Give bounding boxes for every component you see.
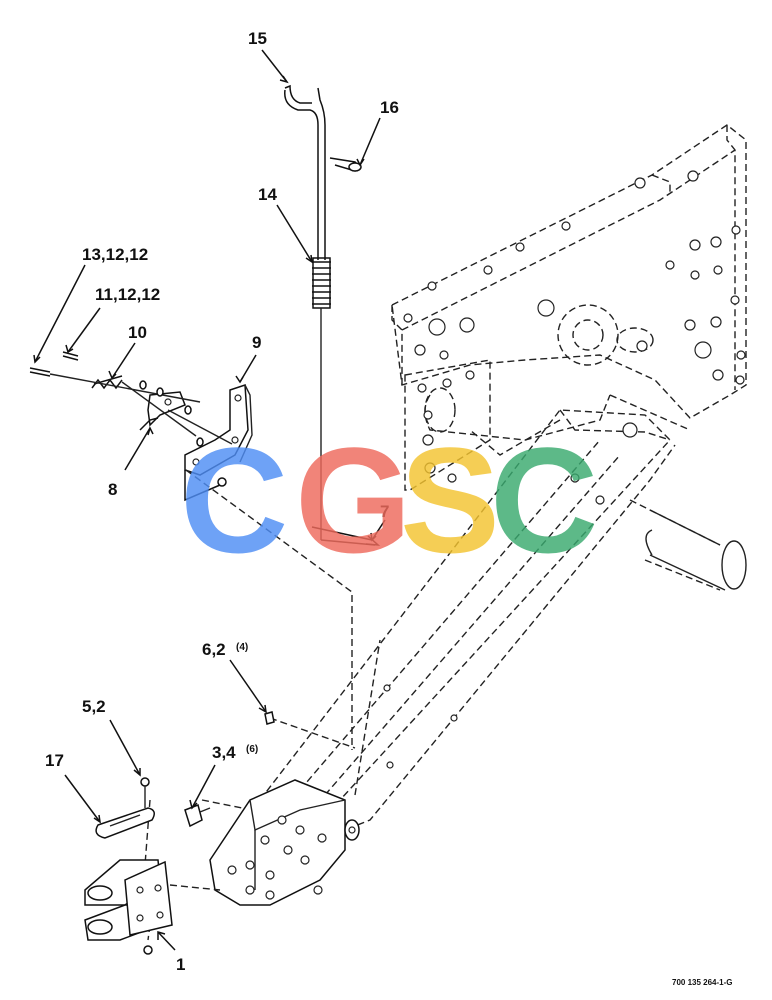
callout-leaders (33, 49, 386, 951)
callout-6-2: 6,2 (202, 640, 226, 659)
lower-frame-plate (404, 359, 491, 491)
part-5-bolt (140, 777, 150, 808)
tongue-drawbar (209, 409, 676, 906)
callout-10: 10 (128, 323, 147, 342)
part-1-clevis (84, 859, 173, 955)
callout-1: 1 (176, 955, 185, 974)
callout-8: 8 (108, 480, 117, 499)
part-3-bolt (184, 804, 211, 828)
callout-7: 7 (380, 502, 389, 521)
bolt-parts (29, 351, 233, 487)
callout-6-qty: (4) (236, 642, 248, 653)
callout-13-12-12: 13,12,12 (82, 245, 148, 264)
part-8-latch (139, 391, 186, 431)
part-6-bolt (264, 711, 275, 725)
part-15-lever (284, 84, 326, 235)
watermark-letter: S (400, 416, 500, 584)
figure-id: 700 135 264-1-G (672, 978, 733, 987)
callout-16: 16 (380, 98, 399, 117)
callout-9: 9 (252, 333, 261, 352)
watermark-letter: C (490, 416, 598, 584)
callout-3-qty: (6) (246, 744, 258, 755)
callout-5-2: 5,2 (82, 697, 106, 716)
callout-15: 15 (248, 29, 267, 48)
watermark-letter: G (295, 416, 412, 584)
callout-14: 14 (258, 185, 277, 204)
part-9-bracket (184, 383, 253, 502)
watermark-logo: C G S C (180, 416, 598, 584)
part-14-rod-spring (312, 235, 376, 546)
callout-11-12-12: 11,12,12 (95, 285, 160, 304)
part-16-clip (329, 157, 362, 172)
callout-17: 17 (45, 751, 64, 770)
cross-tube (424, 387, 747, 591)
main-frame-panel (391, 124, 747, 419)
watermark-letter: C (180, 416, 288, 584)
callout-3-4: 3,4 (212, 743, 236, 762)
part-17-plate (95, 807, 155, 839)
